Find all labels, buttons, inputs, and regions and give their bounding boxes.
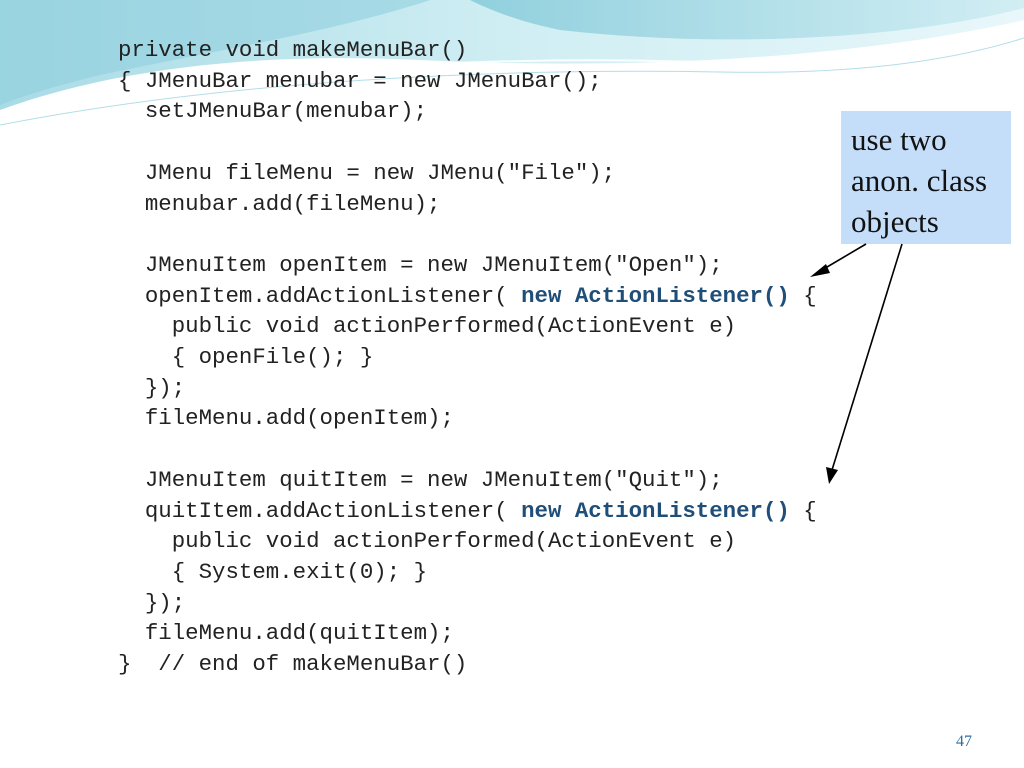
code-text: fileMenu.add(quitItem); <box>118 620 454 647</box>
code-text: JMenu fileMenu = new JMenu("File"); <box>118 159 616 186</box>
code-line: { openFile(); } <box>118 344 374 371</box>
code-line: JMenuItem openItem = new JMenuItem("Open… <box>118 252 723 278</box>
code-line: fileMenu.add(openItem); <box>118 405 454 431</box>
code-line: }); <box>118 590 185 616</box>
arrow-to-quit-listener <box>831 243 903 471</box>
code-line: { System.exit(0); } <box>118 559 427 585</box>
code-line: JMenuItem quitItem = new JMenuItem("Quit… <box>118 467 723 493</box>
code-text: menubar.add(fileMenu); <box>118 190 441 217</box>
note-line: use two <box>851 122 947 157</box>
code-text: setJMenuBar(menubar); <box>118 98 428 125</box>
code-text: private void makeMenuBar() <box>118 37 468 63</box>
code-text: { openFile(); } <box>118 344 374 371</box>
code-line: public void actionPerformed(ActionEvent … <box>118 313 736 339</box>
code-text: public void actionPerformed(ActionEvent … <box>118 313 737 340</box>
code-line: menubar.add(fileMenu); <box>118 190 441 217</box>
code-text: fileMenu.add(openItem); <box>118 405 454 432</box>
code-line: fileMenu.add(quitItem); <box>118 620 454 646</box>
code-line: quitItem.addActionListener( new ActionLi… <box>118 498 817 524</box>
code-text: } // end of makeMenuBar() <box>118 651 468 678</box>
page-number: 47 <box>956 733 972 750</box>
code-text: { System.exit(0); } <box>118 558 428 585</box>
callout-note: use two anon. class objects <box>841 111 1011 244</box>
code-text: openItem.addActionListener( <box>118 282 522 309</box>
code-text: }); <box>118 589 186 616</box>
code-line: public void actionPerformed(ActionEvent … <box>118 528 736 554</box>
code-keyword: new ActionListener() <box>521 282 790 309</box>
code-text: }); <box>118 374 186 401</box>
code-block: private void makeMenuBar() { JMenuBar me… <box>118 35 817 680</box>
code-line: }); <box>118 375 185 401</box>
code-line: openItem.addActionListener( new ActionLi… <box>118 283 817 309</box>
code-line: private void makeMenuBar() <box>118 37 467 63</box>
code-text: { JMenuBar menubar = new JMenuBar(); <box>118 67 602 94</box>
arrowhead-quit <box>826 467 838 484</box>
code-text: JMenuItem quitItem = new JMenuItem("Quit… <box>118 466 723 493</box>
code-text: public void actionPerformed(ActionEvent … <box>118 528 737 555</box>
code-line: { JMenuBar menubar = new JMenuBar(); <box>118 68 602 94</box>
code-text: quitItem.addActionListener( <box>118 497 522 524</box>
note-line: objects <box>851 204 939 239</box>
code-keyword: new ActionListener() <box>521 497 790 524</box>
code-text: { <box>789 497 817 524</box>
code-text: { <box>789 282 817 309</box>
note-line: anon. class <box>851 163 988 198</box>
arrow-to-open-listener <box>821 243 867 271</box>
code-line: JMenu fileMenu = new JMenu("File"); <box>118 160 615 186</box>
code-text: JMenuItem openItem = new JMenuItem("Open… <box>118 251 723 278</box>
header-wave-decoration <box>0 0 1024 126</box>
code-line: setJMenuBar(menubar); <box>118 98 427 124</box>
code-line: } // end of makeMenuBar() <box>118 651 467 677</box>
